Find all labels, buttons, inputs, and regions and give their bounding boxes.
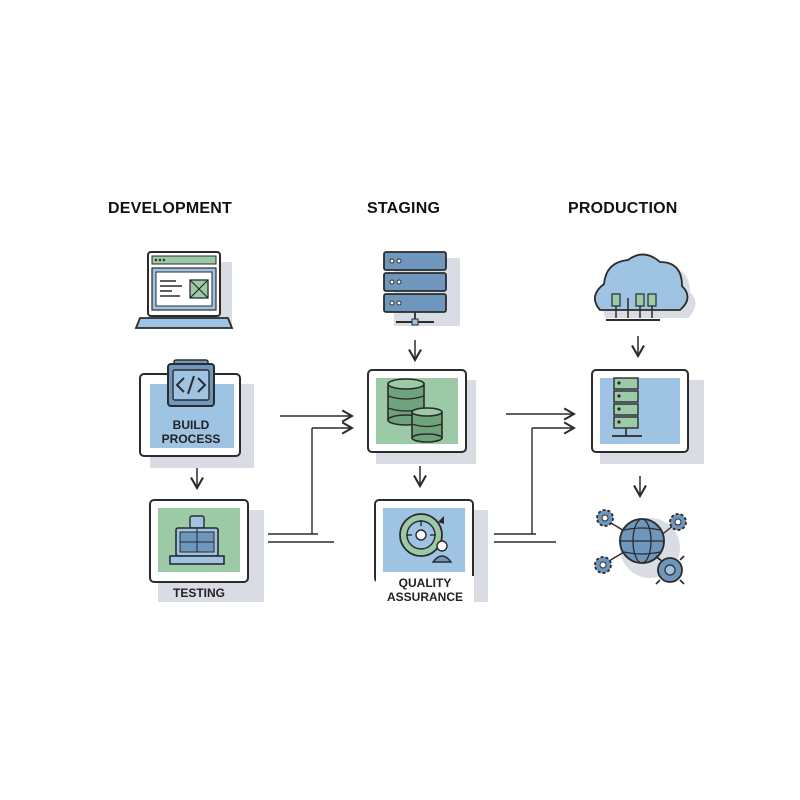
column-title-development: DEVELOPMENT: [108, 200, 232, 217]
cloud-icon: [594, 253, 696, 321]
column-title-staging: STAGING: [367, 200, 441, 217]
quality-assurance-label: QUALITY ASSURANCE: [376, 576, 474, 604]
gear-icon-top-left: [596, 509, 614, 527]
server-rack-icon: [383, 251, 460, 326]
connector-development-to-staging: [268, 409, 354, 543]
laptop-icon: [134, 251, 234, 329]
column-title-production: PRODUCTION: [568, 200, 678, 217]
database-icon: [387, 378, 443, 443]
connector-staging-to-production: [494, 407, 576, 543]
build-label-line2: PROCESS: [161, 432, 221, 446]
qa-label-line1: QUALITY: [398, 576, 452, 590]
build-label-line1: BUILD: [172, 418, 210, 432]
production-server-icon: [612, 377, 642, 437]
code-clipboard-icon: [167, 359, 215, 407]
gear-icon-top-right: [669, 513, 687, 531]
build-process-label: BUILD PROCESS: [150, 418, 232, 446]
testing-workstation-icon: [169, 515, 225, 565]
user-node-icon: [655, 555, 685, 585]
production-server-card: [591, 369, 704, 464]
qa-gauge-icon: [399, 513, 453, 563]
testing-label: TESTING: [172, 586, 225, 600]
gear-icon-bottom-left: [594, 556, 612, 574]
qa-label-line2: ASSURANCE: [386, 590, 463, 604]
